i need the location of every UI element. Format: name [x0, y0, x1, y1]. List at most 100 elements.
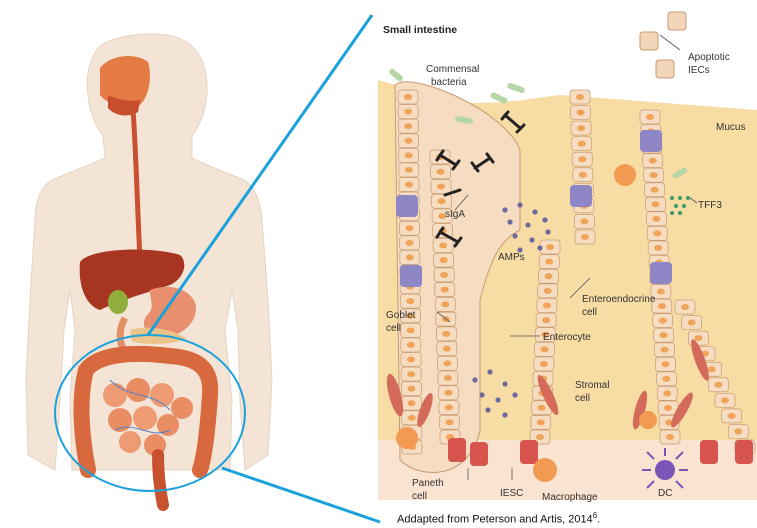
- amp-dot: [502, 207, 507, 212]
- amp-dot: [512, 233, 517, 238]
- cell-nucleus: [408, 415, 416, 421]
- caption-text: Addapted from Peterson and Artis, 2014: [397, 514, 593, 526]
- cell-nucleus: [406, 298, 414, 304]
- label-enteroendocrine-line1: Enteroendocrine: [582, 294, 656, 305]
- cell-nucleus: [654, 245, 662, 251]
- cell-nucleus: [694, 335, 702, 341]
- cell-nucleus: [406, 254, 414, 260]
- cell-nucleus: [407, 386, 415, 392]
- amp-dot: [537, 245, 542, 250]
- cell-nucleus: [544, 288, 552, 294]
- label-iesc: IESC: [500, 488, 523, 499]
- cell-nucleus: [406, 240, 414, 246]
- cell-nucleus: [542, 317, 550, 323]
- cell-nucleus: [537, 419, 545, 425]
- label-paneth-line2: cell: [412, 491, 427, 502]
- label-enteroendocrine-line2: cell: [582, 307, 597, 318]
- cell-nucleus: [580, 218, 588, 224]
- cell-nucleus: [443, 360, 451, 366]
- cell-nucleus: [408, 400, 416, 406]
- amp-dot: [472, 377, 477, 382]
- cell-nucleus: [541, 346, 549, 352]
- cell-nucleus: [660, 332, 668, 338]
- cell-nucleus: [407, 371, 415, 377]
- amp-dot: [517, 202, 522, 207]
- amp-dot: [525, 222, 530, 227]
- amp-dot: [507, 219, 512, 224]
- cell-nucleus: [581, 234, 589, 240]
- cell-nucleus: [406, 225, 414, 231]
- label-commensal-bacteria-line2: bacteria: [431, 77, 467, 88]
- label-mucus: Mucus: [716, 122, 745, 133]
- human-torso-illustration: [26, 34, 272, 505]
- cell-nucleus: [404, 109, 412, 115]
- cell-nucleus: [579, 172, 587, 178]
- cell-nucleus: [649, 158, 657, 164]
- cell-nucleus: [407, 342, 415, 348]
- cell-nucleus: [662, 376, 670, 382]
- label-commensal-bacteria-line1: Commensal: [426, 64, 479, 75]
- cell-nucleus: [659, 318, 667, 324]
- label-macrophage: Macrophage: [542, 492, 598, 503]
- cell-nucleus: [540, 361, 548, 367]
- cell-nucleus: [441, 287, 449, 293]
- cell-nucleus: [734, 428, 742, 434]
- cell-nucleus: [653, 230, 661, 236]
- cell-nucleus: [546, 244, 554, 250]
- cell-nucleus: [441, 301, 449, 307]
- nasal-cavity: [100, 56, 150, 107]
- cell-nucleus: [538, 405, 546, 411]
- label-dc: DC: [658, 488, 672, 499]
- cell-nucleus: [405, 167, 413, 173]
- cell-nucleus: [651, 187, 659, 193]
- cell-nucleus: [666, 434, 674, 440]
- cell-nucleus: [440, 272, 448, 278]
- cell-nucleus: [437, 169, 445, 175]
- cell-nucleus: [728, 413, 736, 419]
- cell-nucleus: [650, 172, 658, 178]
- cell-nucleus: [578, 156, 586, 162]
- cell-nucleus: [445, 419, 453, 425]
- amp-dot: [495, 397, 500, 402]
- label-amps: AMPs: [498, 252, 525, 263]
- cell-nucleus: [405, 138, 413, 144]
- cell-nucleus: [714, 382, 722, 388]
- cell-nucleus: [681, 304, 689, 310]
- label-goblet-line2: cell: [386, 323, 401, 334]
- amp-dot: [529, 237, 534, 242]
- cell-nucleus: [576, 94, 584, 100]
- label-paneth-line1: Paneth: [412, 478, 444, 489]
- rectum: [158, 455, 163, 505]
- label-enterocyte: Enterocyte: [543, 332, 591, 343]
- diagram-title: Small intestine: [383, 24, 457, 36]
- caption: Addapted from Peterson and Artis, 20146.: [397, 511, 600, 526]
- cell-nucleus: [544, 273, 552, 279]
- cell-nucleus: [445, 405, 453, 411]
- cell-nucleus: [578, 141, 586, 147]
- cell-nucleus: [405, 152, 413, 158]
- small-intestine-detail: Small intestine Commensal bacteria Apopt…: [378, 12, 757, 503]
- label-siga: sIgA: [445, 209, 465, 220]
- cell-nucleus: [708, 366, 716, 372]
- cell-nucleus: [437, 183, 445, 189]
- amp-dot: [545, 229, 550, 234]
- cell-nucleus: [577, 125, 585, 131]
- cell-nucleus: [407, 327, 415, 333]
- cell-nucleus: [444, 390, 452, 396]
- cell-nucleus: [652, 216, 660, 222]
- callout-line-bottom: [222, 468, 380, 522]
- amp-dot: [487, 369, 492, 374]
- amp-dot: [479, 392, 484, 397]
- caption-end: .: [597, 514, 600, 526]
- cell-nucleus: [404, 94, 412, 100]
- cell-nucleus: [661, 361, 669, 367]
- label-stromal-line2: cell: [575, 393, 590, 404]
- cell-nucleus: [404, 123, 412, 129]
- cell-nucleus: [664, 405, 672, 411]
- cell-nucleus: [405, 182, 413, 188]
- cell-nucleus: [646, 114, 654, 120]
- cell-nucleus: [545, 259, 553, 265]
- cell-nucleus: [536, 434, 544, 440]
- cell-nucleus: [543, 302, 551, 308]
